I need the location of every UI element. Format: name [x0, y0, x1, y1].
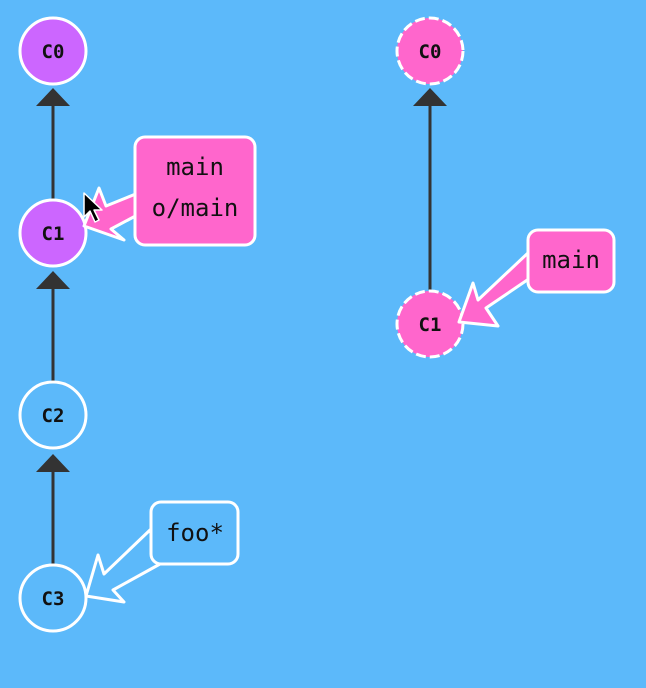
- branch-label-o-main: o/main: [152, 194, 239, 222]
- commit-label: C0: [419, 41, 442, 63]
- mouse-pointer-icon: [83, 192, 103, 223]
- local-commit-c1[interactable]: C1: [18, 198, 88, 268]
- commit-label: C2: [42, 405, 65, 427]
- remote-branch-main[interactable]: main: [457, 228, 616, 328]
- local-branch-foo[interactable]: foo*: [84, 500, 240, 604]
- local-branch-main[interactable]: main o/main: [82, 135, 257, 247]
- commit-label: C1: [42, 223, 65, 245]
- local-commit-c2[interactable]: C2: [18, 380, 88, 450]
- local-commit-c0[interactable]: C0: [18, 16, 88, 86]
- commit-label: C1: [419, 314, 442, 336]
- branch-label-foo: foo*: [166, 519, 224, 547]
- branch-pointer-arrow: [84, 528, 162, 604]
- remote-edge-c1-c0: [413, 88, 447, 290]
- local-edge-c3-c2: [36, 454, 70, 565]
- remote-commit-c1[interactable]: C1: [395, 289, 465, 359]
- branch-label-main: main: [542, 246, 600, 274]
- remote-commit-c0[interactable]: C0: [395, 16, 465, 86]
- local-edge-c2-c1: [36, 271, 70, 382]
- local-commit-c3[interactable]: C3: [18, 563, 88, 633]
- commit-label: C3: [42, 588, 65, 610]
- commit-label: C0: [42, 41, 65, 63]
- branch-label-main: main: [166, 153, 224, 181]
- local-edge-c1-c0: [36, 88, 70, 200]
